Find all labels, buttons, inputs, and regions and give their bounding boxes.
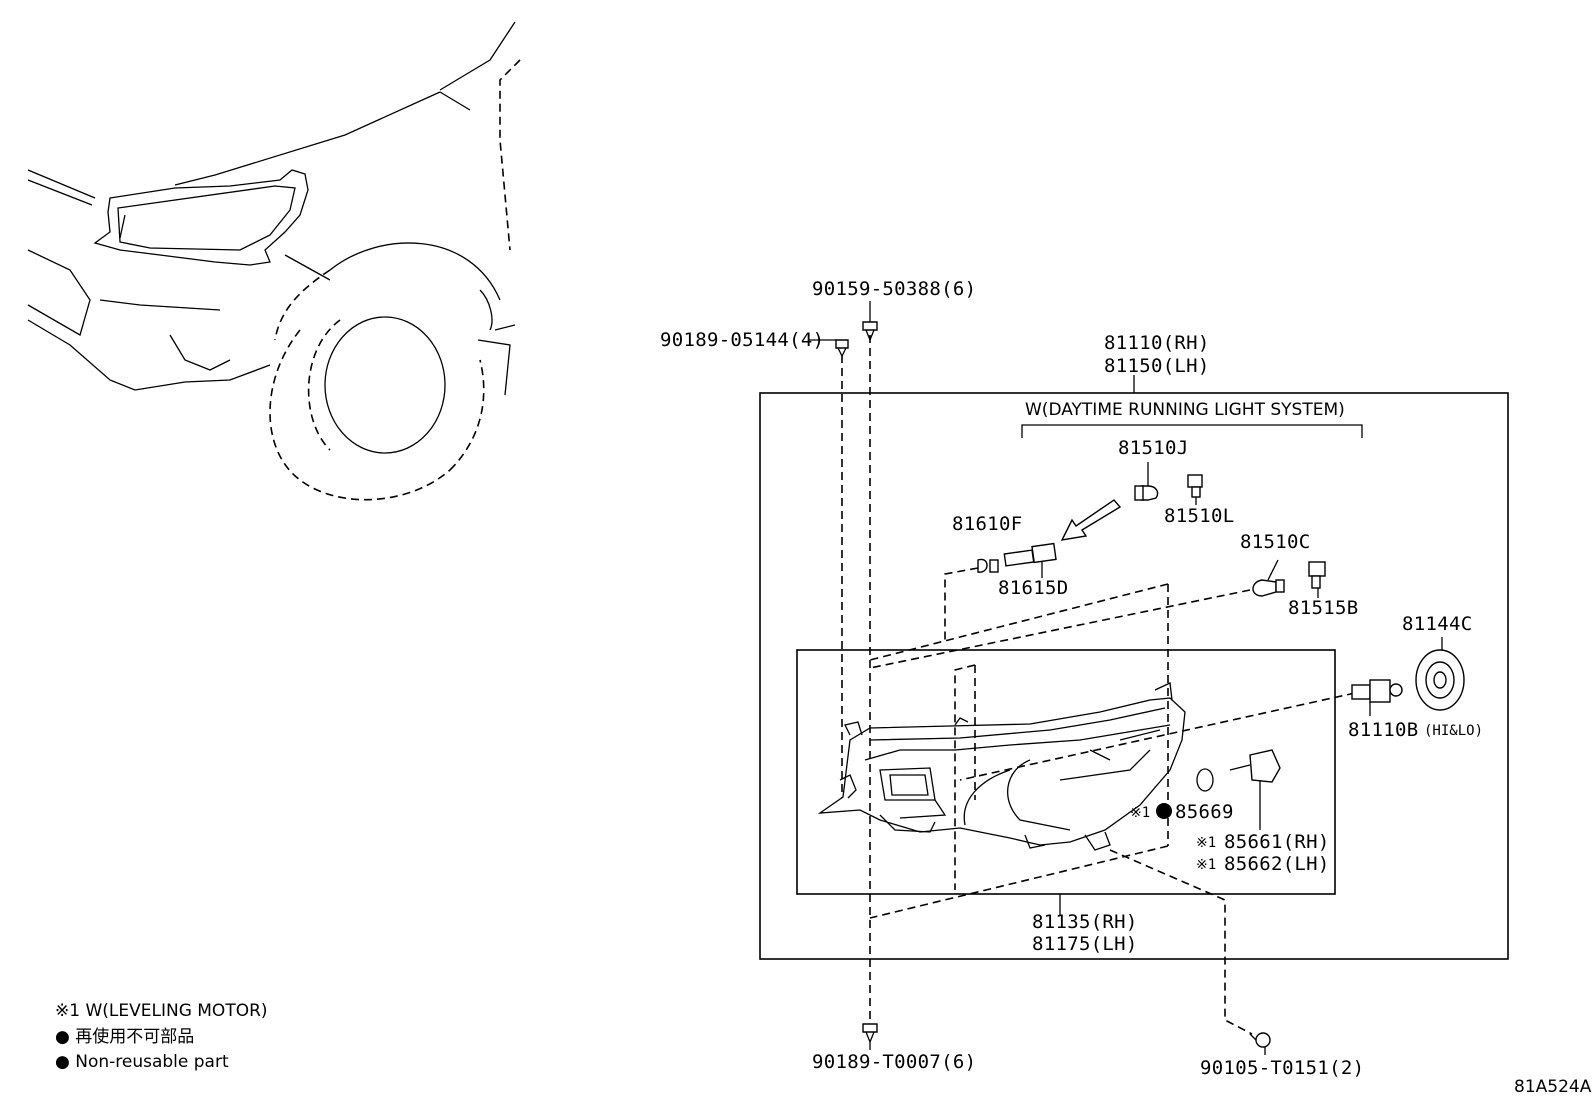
label-85662: 85662(LH)	[1224, 853, 1330, 875]
socket-81515b-icon	[1308, 561, 1326, 589]
bulb-81510c-icon	[1252, 579, 1285, 597]
housing-box	[796, 649, 1336, 895]
label-81515b: 81515B	[1288, 597, 1358, 619]
label-headlamp-lh: 81150(LH)	[1104, 355, 1210, 377]
headlamp-unit	[817, 682, 1186, 851]
label-screw-left: 90189-05144(4)	[660, 329, 824, 351]
nonreusable-bullet-icon	[1156, 803, 1172, 819]
screw-t0151-icon	[1249, 1032, 1271, 1048]
label-screw-bottom: 90189-T0007(6)	[812, 1051, 976, 1073]
label-housing-lh: 81175(LH)	[1032, 933, 1138, 955]
direction-arrow-icon	[1060, 499, 1122, 541]
mark-85669-note: ※1	[1130, 805, 1150, 821]
label-leaders	[808, 301, 1443, 1055]
label-81510c: 81510C	[1240, 531, 1310, 553]
label-81110b-note: (HI&LO)	[1424, 723, 1483, 739]
label-81615d: 81615D	[998, 577, 1068, 599]
socket-81510l-icon	[1187, 474, 1203, 498]
socket-81615d-icon	[1003, 542, 1057, 567]
legend-nonreusable-ja: ● 再使用不可部品	[55, 1026, 194, 1047]
bulb-81610f-icon	[977, 558, 999, 573]
leveling-motor-icon	[1229, 749, 1281, 830]
drl-condition-label: W(DAYTIME RUNNING LIGHT SYSTEM)	[1025, 400, 1345, 420]
dashed-leaders	[841, 335, 1356, 1035]
diagram-id-code: 81A524A	[1514, 1077, 1592, 1097]
label-81510j: 81510J	[1118, 437, 1188, 459]
vehicle-front-illustration	[27, 21, 521, 501]
label-clip-top: 90159-50388(6)	[812, 278, 976, 300]
clip-50388-icon	[862, 321, 878, 342]
label-81144c: 81144C	[1402, 613, 1472, 635]
bulb-81110b-icon	[1351, 679, 1403, 703]
headlamp-assembly-box	[759, 392, 1509, 960]
legend-nonreusable-en: ● Non-reusable part	[55, 1052, 229, 1072]
drl-bracket	[1021, 424, 1363, 438]
label-81510l: 81510L	[1164, 505, 1234, 527]
mark-85661-note: ※1	[1196, 835, 1216, 851]
mark-85662-note: ※1	[1196, 857, 1216, 873]
screw-05144-icon	[835, 339, 849, 358]
bulb-81510j-icon	[1134, 485, 1159, 501]
legend-note1: ※1 W(LEVELING MOTOR)	[55, 1001, 268, 1021]
cover-81144c-icon	[1415, 649, 1465, 711]
label-81110b: 81110B	[1348, 719, 1418, 741]
label-81610f: 81610F	[952, 513, 1022, 535]
screw-t0007-icon	[862, 1023, 878, 1044]
label-housing-rh: 81135(RH)	[1032, 911, 1138, 933]
label-screw-bottom-right: 90105-T0151(2)	[1200, 1057, 1364, 1079]
label-headlamp-rh: 81110(RH)	[1104, 332, 1210, 354]
label-85669: 85669	[1175, 801, 1234, 823]
label-85661: 85661(RH)	[1224, 831, 1330, 853]
oring-85669-icon	[1196, 768, 1214, 792]
